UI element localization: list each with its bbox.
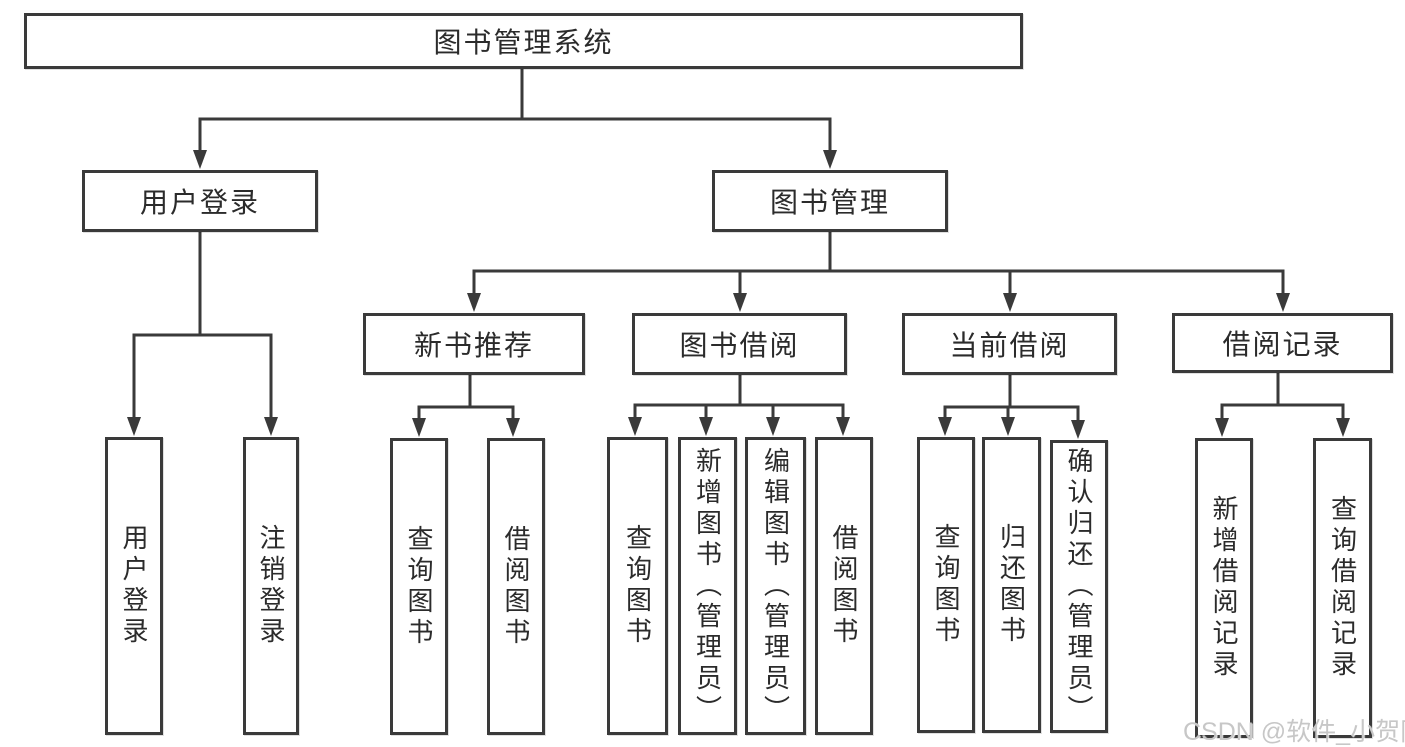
node-label: 图书借阅 bbox=[679, 330, 800, 361]
connector-bookborrow-to-leaves bbox=[628, 375, 850, 436]
connector-bookmgmt-to-level3 bbox=[467, 232, 1290, 312]
node-label: 归还图书 bbox=[996, 523, 1027, 647]
node-leaf-add-borrow-record: 新增借阅记录 bbox=[1195, 438, 1253, 738]
node-label: 查询图书 bbox=[622, 524, 653, 648]
connector-borrowrecord-to-leaves bbox=[1215, 373, 1350, 437]
node-leaf-return-books: 归还图书 bbox=[982, 437, 1041, 733]
connector-currentborrow-to-leaves bbox=[938, 375, 1085, 439]
connector-newbook-to-leaves bbox=[412, 375, 520, 437]
node-leaf-query-books-2: 查询图书 bbox=[607, 437, 668, 735]
node-leaf-borrow-books-1: 借阅图书 bbox=[487, 438, 545, 735]
node-label: 新增借阅记录 bbox=[1209, 495, 1239, 681]
node-leaf-borrow-books-2: 借阅图书 bbox=[815, 437, 873, 735]
node-current-borrowing: 当前借阅 bbox=[902, 313, 1117, 375]
node-label: 查询图书 bbox=[404, 524, 434, 649]
node-borrowing-records: 借阅记录 bbox=[1172, 313, 1393, 373]
watermark: CSDN @软件_小贺同学 bbox=[1183, 718, 1405, 746]
node-root-system: 图书管理系统 bbox=[24, 13, 1023, 69]
node-label: 借阅图书 bbox=[501, 524, 531, 649]
node-label: 借阅图书 bbox=[829, 524, 859, 648]
node-label: 新书推荐 bbox=[413, 330, 534, 361]
connector-root-to-level2 bbox=[193, 69, 837, 169]
node-label: 用户登录 bbox=[139, 187, 260, 218]
node-label: 确认归还（管理员） bbox=[1064, 447, 1094, 726]
node-user-login: 用户登录 bbox=[82, 170, 318, 232]
connector-userlogin-to-leaves bbox=[127, 232, 278, 436]
node-label: 用户登录 bbox=[119, 524, 149, 648]
node-leaf-confirm-return-admin: 确认归还（管理员） bbox=[1050, 440, 1108, 733]
node-label: 图书管理 bbox=[769, 187, 890, 218]
node-label: 当前借阅 bbox=[949, 330, 1070, 361]
node-label: 查询图书 bbox=[931, 523, 961, 647]
node-leaf-user-login: 用户登录 bbox=[105, 437, 163, 735]
node-leaf-logout: 注销登录 bbox=[243, 437, 299, 735]
node-leaf-query-books-1: 查询图书 bbox=[390, 438, 448, 735]
node-label: 新增图书（管理员） bbox=[692, 446, 723, 726]
node-label: 注销登录 bbox=[256, 524, 286, 648]
node-new-book-recommend: 新书推荐 bbox=[363, 313, 585, 375]
node-book-management: 图书管理 bbox=[712, 170, 948, 232]
node-leaf-edit-books-admin: 编辑图书（管理员） bbox=[745, 437, 806, 735]
node-label: 编辑图书（管理员） bbox=[760, 446, 791, 726]
node-label: 借阅记录 bbox=[1222, 329, 1343, 360]
node-label: 查询借阅记录 bbox=[1327, 495, 1358, 681]
node-label: 图书管理系统 bbox=[433, 27, 614, 58]
node-leaf-query-borrow-record: 查询借阅记录 bbox=[1313, 438, 1372, 738]
node-leaf-add-books-admin: 新增图书（管理员） bbox=[678, 437, 737, 735]
node-leaf-query-books-3: 查询图书 bbox=[917, 437, 975, 733]
node-book-borrowing: 图书借阅 bbox=[632, 313, 847, 375]
